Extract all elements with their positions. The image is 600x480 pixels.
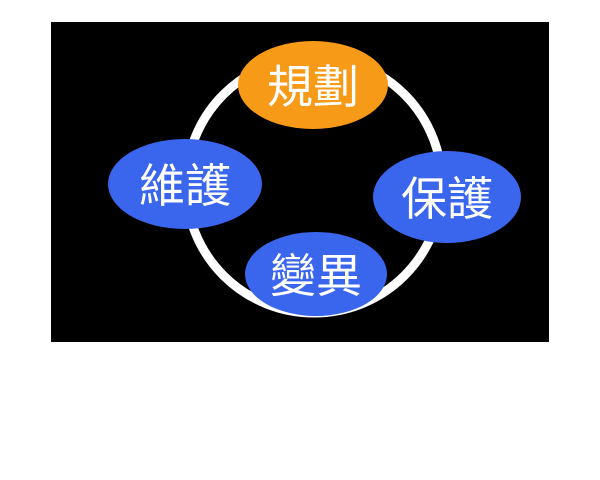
node-plan[interactable]: 規劃 bbox=[238, 41, 388, 129]
cycle-diagram: 維護 變異 保護 規劃 bbox=[51, 22, 549, 342]
node-maintain-shape[interactable] bbox=[108, 139, 262, 229]
node-variation-label: 變異 bbox=[270, 249, 362, 303]
node-protect-label: 保護 bbox=[401, 172, 493, 226]
diagram-canvas: 維護 變異 保護 規劃 bbox=[51, 22, 549, 342]
node-variation[interactable]: 變異 bbox=[245, 232, 387, 316]
node-maintain[interactable]: 維護 bbox=[108, 139, 262, 229]
node-plan-label: 規劃 bbox=[267, 60, 359, 114]
node-variation-shape[interactable] bbox=[245, 232, 387, 316]
node-plan-shape[interactable] bbox=[238, 41, 388, 129]
node-protect[interactable]: 保護 bbox=[373, 151, 521, 243]
node-maintain-label: 維護 bbox=[139, 159, 231, 213]
node-protect-shape[interactable] bbox=[373, 151, 521, 243]
